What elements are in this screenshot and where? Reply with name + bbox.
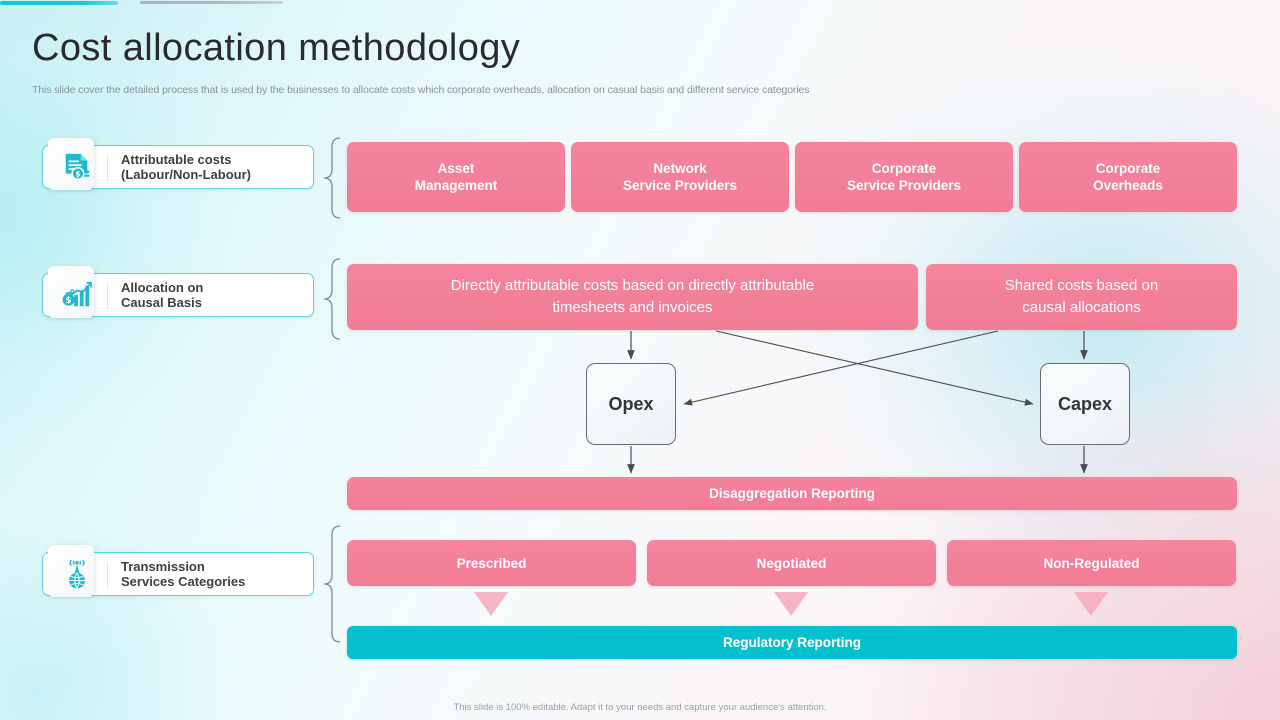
svg-text:$: $ (75, 170, 80, 179)
box-label: Capex (1057, 393, 1113, 414)
box-label: Prescribed (456, 555, 527, 571)
brace-causal-basis (320, 258, 344, 340)
box-opex[interactable]: Opex (586, 363, 676, 445)
box-label-line2: Management (414, 178, 498, 193)
box-network-service-providers[interactable]: Network Service Providers (571, 142, 789, 212)
box-corporate-overheads[interactable]: Corporate Overheads (1019, 142, 1237, 212)
accent-bar-gray (140, 1, 283, 4)
card-divider (107, 562, 108, 588)
box-label-line2: causal allocations (1022, 299, 1141, 316)
category-label-line1: Allocation on (121, 280, 204, 295)
category-label-line1: Attributable costs (121, 152, 232, 167)
category-card-transmission-services[interactable]: Transmission Services Categories (42, 545, 314, 597)
category-card-label: Transmission Services Categories (121, 559, 245, 589)
box-negotiated[interactable]: Negotiated (647, 540, 936, 586)
invoice-document-icon: $ (57, 145, 97, 189)
category-label-line1: Transmission (121, 559, 205, 574)
category-label-line2: Causal Basis (121, 295, 202, 310)
box-corporate-service-providers[interactable]: Corporate Service Providers (795, 142, 1013, 212)
box-prescribed[interactable]: Prescribed (347, 540, 636, 586)
box-label-line2: Service Providers (846, 178, 962, 193)
page-title: Cost allocation methodology (32, 27, 521, 69)
brace-transmission-categories (320, 525, 344, 663)
svg-text:$: $ (66, 295, 72, 305)
category-card-label: Attributable costs (Labour/Non-Labour) (121, 152, 251, 182)
box-label-line1: Corporate (1095, 161, 1161, 176)
box-label: Corporate Overheads (1093, 160, 1163, 194)
box-label: Regulatory Reporting (722, 635, 861, 650)
box-label: Disaggregation Reporting (709, 486, 875, 501)
box-label: Directly attributable costs based on dir… (451, 275, 815, 319)
card-divider (107, 283, 108, 309)
accent-bar-teal (0, 1, 118, 5)
arrow-triangle-negotiated (774, 592, 808, 616)
box-label: Corporate Service Providers (847, 160, 961, 194)
category-card-attributable-costs[interactable]: $ Attributable costs (Labour/Non-Labour) (42, 138, 314, 190)
box-label: Opex (608, 393, 654, 414)
page-subtitle: This slide cover the detailed process th… (32, 84, 810, 96)
box-label: Non-Regulated (1043, 555, 1140, 571)
box-label-line2: Overheads (1093, 178, 1163, 193)
category-card-label: Allocation on Causal Basis (121, 280, 203, 310)
top-accent-bars (0, 0, 1280, 6)
box-asset-management[interactable]: Asset Management (347, 142, 565, 212)
card-divider (107, 155, 108, 181)
box-label-line1: Directly attributable costs based on dir… (450, 277, 815, 294)
box-label: Shared costs based on causal allocations (1005, 275, 1158, 319)
box-directly-attributable-costs[interactable]: Directly attributable costs based on dir… (347, 264, 918, 330)
category-label-line2: (Labour/Non-Labour) (121, 167, 251, 182)
arrow-triangle-prescribed (474, 592, 508, 616)
box-label-line1: Shared costs based on (1004, 277, 1159, 294)
box-label: Asset Management (415, 160, 498, 194)
category-label-line2: Services Categories (121, 574, 246, 589)
box-shared-costs[interactable]: Shared costs based on causal allocations (926, 264, 1237, 330)
box-disaggregation-reporting[interactable]: Disaggregation Reporting (347, 477, 1237, 510)
broadcast-globe-icon (57, 552, 97, 596)
box-label-line2: Service Providers (622, 178, 738, 193)
box-label: Negotiated (756, 555, 827, 571)
growth-chart-money-icon: $ (57, 273, 97, 317)
arrow-triangle-non-regulated (1074, 592, 1108, 616)
box-label-line1: Network (653, 161, 707, 176)
box-capex[interactable]: Capex (1040, 363, 1130, 445)
box-label-line1: Asset (437, 161, 475, 176)
brace-attributable-costs (320, 137, 344, 219)
category-card-allocation-causal-basis[interactable]: $ Allocation on Causal Basis (42, 266, 314, 318)
box-label: Network Service Providers (623, 160, 737, 194)
box-label-line2: timesheets and invoices (552, 299, 713, 316)
box-non-regulated[interactable]: Non-Regulated (947, 540, 1236, 586)
box-regulatory-reporting[interactable]: Regulatory Reporting (347, 626, 1237, 659)
editable-note: This slide is 100% editable. Adapt it to… (453, 702, 827, 713)
box-label-line1: Corporate (871, 161, 937, 176)
